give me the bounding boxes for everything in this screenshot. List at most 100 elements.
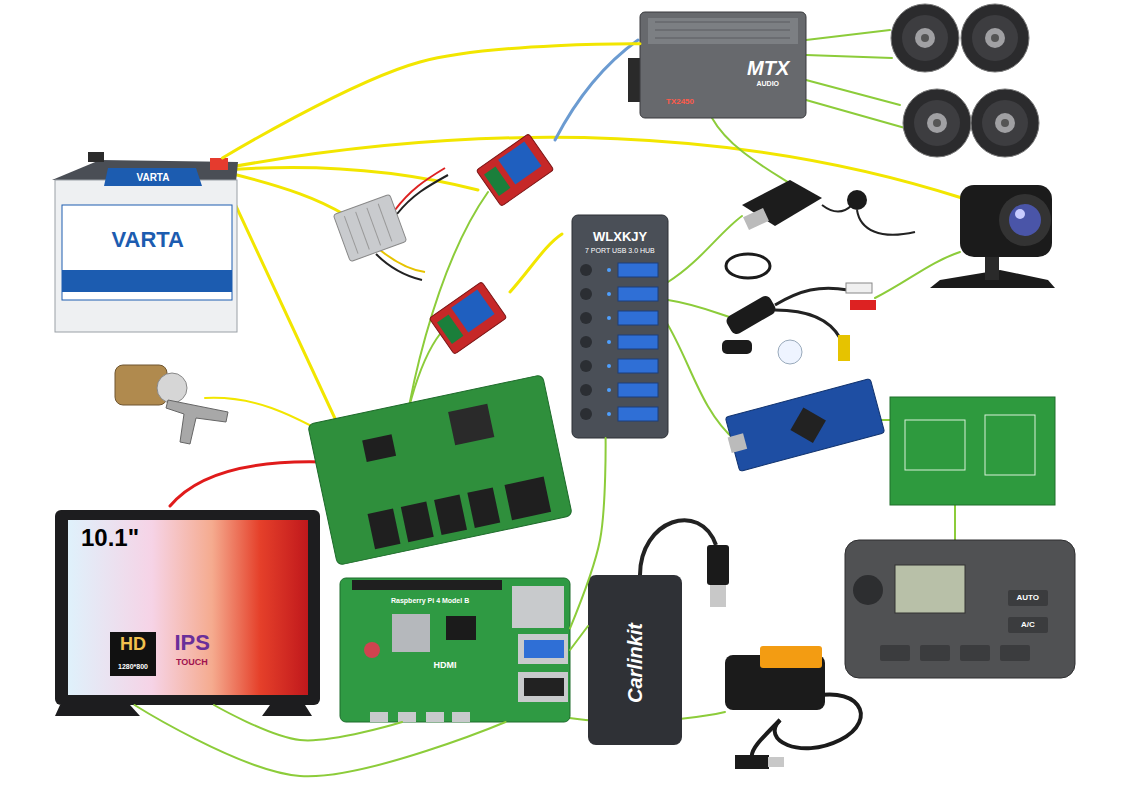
relay-board <box>484 167 510 196</box>
video-capture-cable <box>775 310 840 338</box>
wire-bundle <box>225 137 962 198</box>
dongle-box: Carlinkit <box>588 575 682 745</box>
amplifier <box>655 30 790 31</box>
usb-hub <box>572 215 668 438</box>
ignition-switch <box>115 365 228 444</box>
single-board-computer <box>352 580 502 590</box>
board-label: Raspberry Pi 4 Model B <box>391 597 469 605</box>
usb-hub <box>618 311 658 325</box>
climate-panel <box>1008 590 1048 606</box>
touch-screen <box>68 520 308 695</box>
climate-panel <box>895 565 965 613</box>
video-capture-cable <box>775 288 848 305</box>
brand-label: VARTA <box>137 172 170 183</box>
car-battery <box>52 152 238 332</box>
usb-hub <box>618 287 658 301</box>
amplifier-box: MTXAUDIOTX2450 <box>640 12 806 118</box>
reverse-camera <box>1009 204 1041 236</box>
climate-panel <box>920 645 950 661</box>
amplifier <box>640 12 806 118</box>
voltage-converter <box>333 194 406 262</box>
power-hat-board <box>467 487 500 528</box>
spec-label: HD <box>120 635 146 655</box>
single-board-computer <box>398 712 416 722</box>
reverse-camera <box>1015 209 1025 219</box>
button-label: A/C <box>1021 621 1035 630</box>
usb-hub <box>618 407 658 421</box>
relay-board <box>429 282 507 355</box>
voltage-converter <box>344 216 358 254</box>
video-capture-cable <box>850 300 876 310</box>
usb-hub <box>607 268 611 416</box>
single-board-computer <box>370 712 388 722</box>
amplifier <box>655 38 790 39</box>
speaker <box>891 4 959 72</box>
obd-adapter <box>735 755 769 769</box>
size-label: 10.1" <box>81 525 139 551</box>
brand-label: Carlinkit <box>624 623 646 703</box>
power-hat-board <box>362 434 396 462</box>
wire-bundle <box>170 462 325 506</box>
single-board-computer <box>426 712 444 722</box>
power-hat-board <box>448 404 494 446</box>
usb-hub <box>618 383 658 397</box>
reverse-camera <box>999 194 1051 246</box>
speaker <box>914 100 960 146</box>
spec-label: TOUCH <box>176 658 208 668</box>
usb-hub <box>580 360 592 372</box>
usb-microphone <box>822 205 852 211</box>
single-board-computer <box>452 712 470 722</box>
single-board-computer <box>392 614 430 652</box>
car-battery <box>88 152 104 162</box>
obd-adapter <box>725 646 861 769</box>
speaker <box>995 113 1015 133</box>
microcontroller-board <box>722 379 884 473</box>
usb-hub <box>607 340 611 344</box>
reverse-camera <box>960 185 1052 257</box>
car-battery <box>62 205 232 300</box>
speaker <box>961 4 1029 72</box>
model-label: 7 PORT USB 3.0 HUB <box>585 247 655 255</box>
amplifier <box>648 18 798 44</box>
usb-hub <box>572 215 668 438</box>
climate-panel <box>960 645 990 661</box>
video-capture-cable <box>722 254 876 364</box>
speaker <box>972 15 1018 61</box>
climate-panel <box>845 540 1075 678</box>
usb-hub <box>580 312 592 324</box>
usb-microphone <box>847 190 867 210</box>
wire-connector <box>214 705 402 740</box>
brand-label: WLXKJY <box>593 230 647 244</box>
carplay-dongle <box>588 575 682 745</box>
wire-connector <box>135 705 506 776</box>
carplay-dongle <box>640 520 716 575</box>
speaker <box>933 119 941 127</box>
carplay-dongle <box>707 545 729 585</box>
usb-hub <box>607 316 611 320</box>
usb-hub-box: WLXKJY 7 PORT USB 3.0 HUB <box>572 215 668 438</box>
microcontroller-board <box>725 379 884 472</box>
voltage-converter <box>380 250 425 272</box>
usb-hub <box>618 335 658 349</box>
speaker <box>1001 119 1009 127</box>
wire-bundle <box>806 100 905 128</box>
wire-bundle <box>712 118 800 190</box>
speaker <box>915 28 935 48</box>
usb-hub <box>580 288 592 300</box>
speaker <box>891 4 1039 157</box>
voltage-converter <box>395 168 445 210</box>
video-capture-cable <box>846 283 872 293</box>
climate-panel <box>845 540 1075 678</box>
obd-adapter <box>768 757 784 767</box>
speaker <box>982 100 1028 146</box>
usb-hub <box>580 264 592 276</box>
microcontroller-board <box>790 407 826 443</box>
wire-connector <box>570 438 606 628</box>
amplifier <box>628 12 806 118</box>
touch-screen <box>262 705 312 716</box>
usb-hub <box>580 408 592 420</box>
button-label: AUTO <box>1017 594 1040 603</box>
relay-board <box>429 282 507 355</box>
video-capture-cable <box>722 340 752 354</box>
